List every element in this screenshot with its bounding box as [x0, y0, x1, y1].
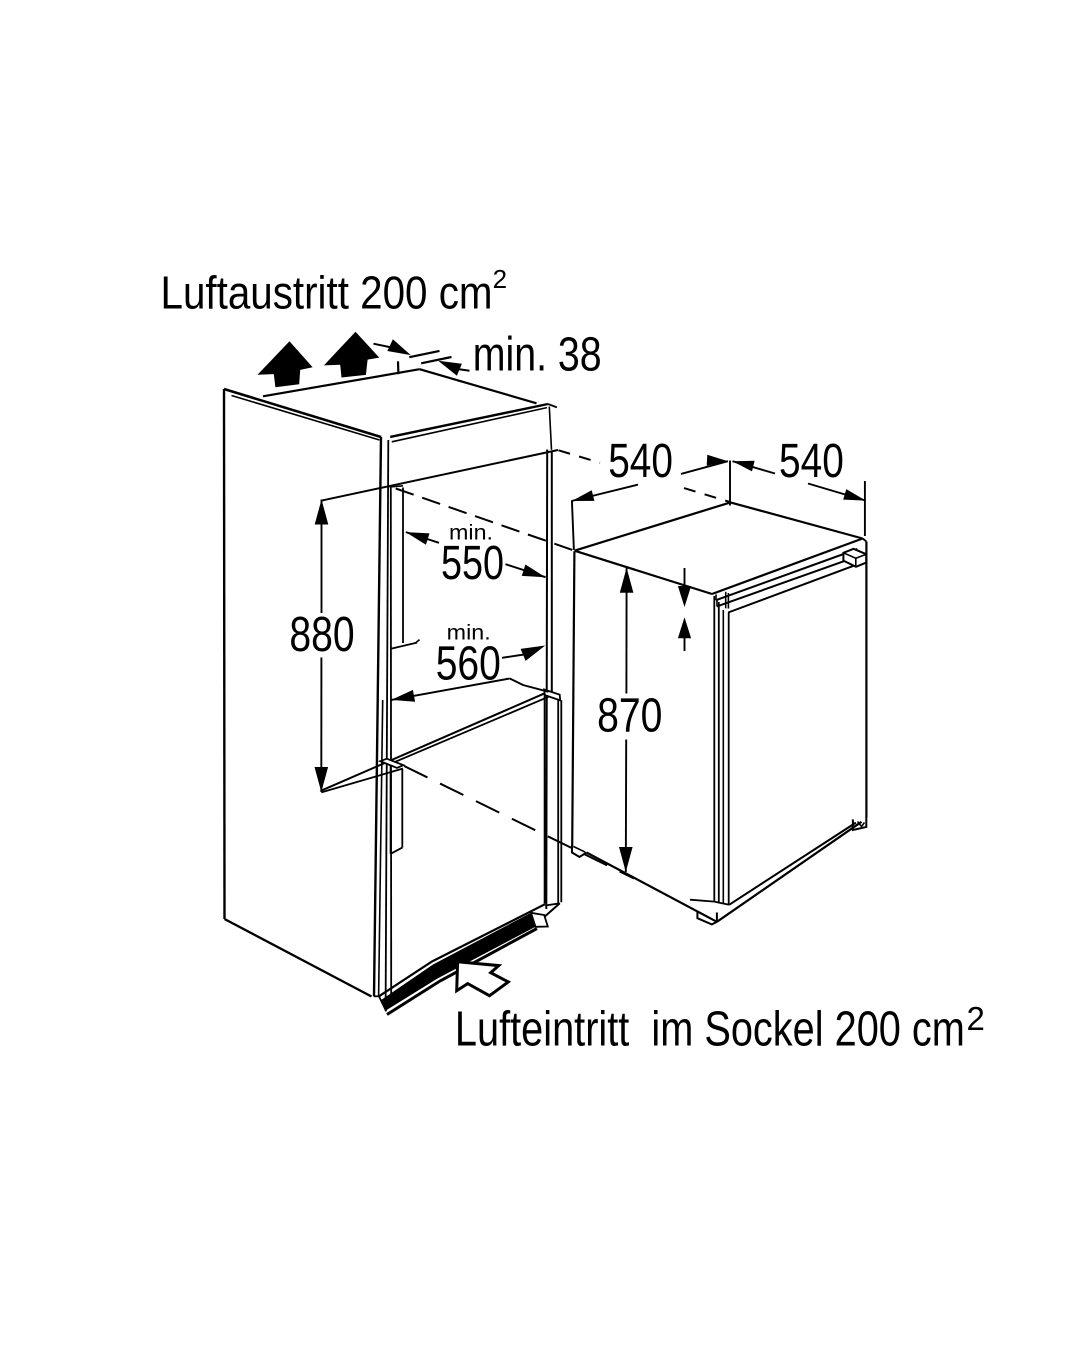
- svg-text:2: 2: [967, 1000, 985, 1037]
- svg-text:min.: min.: [449, 522, 493, 545]
- svg-text:Luftaustritt 200 cm: Luftaustritt 200 cm: [161, 267, 493, 319]
- svg-text:Lufteintritt im Sockel 200 cm: Lufteintritt im Sockel 200 cm: [455, 1003, 965, 1057]
- svg-text:2: 2: [493, 264, 507, 294]
- svg-text:540: 540: [608, 435, 673, 488]
- svg-text:870: 870: [597, 689, 662, 742]
- svg-text:550: 550: [441, 537, 504, 590]
- svg-text:min.: min.: [447, 621, 491, 644]
- svg-text:560: 560: [436, 638, 501, 691]
- svg-text:540: 540: [779, 435, 844, 488]
- svg-text:min. 38: min. 38: [473, 328, 602, 381]
- svg-text:880: 880: [289, 608, 354, 662]
